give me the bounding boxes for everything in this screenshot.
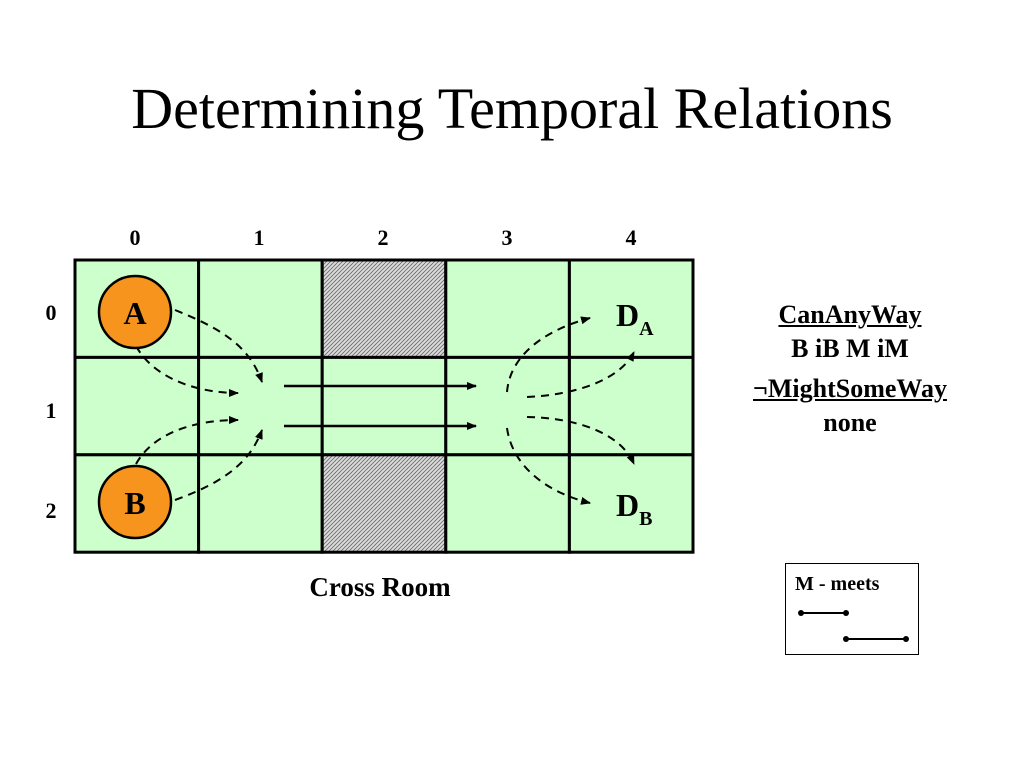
path-b-lower — [174, 429, 263, 501]
grid-cell-r1-c0 — [73, 355, 201, 457]
grid-cell-r1-c1 — [197, 355, 324, 457]
agent-b-label: B — [124, 485, 145, 521]
path-a-lower — [135, 345, 239, 397]
crossing-arrows — [284, 382, 477, 430]
agent-b: B — [97, 464, 173, 540]
grid-cell-r2-c1 — [197, 453, 324, 554]
meets-illustration — [798, 610, 909, 642]
destination-a-label: DA — [616, 297, 654, 340]
outgoing-dashed-paths — [506, 316, 635, 505]
might-some-way-value: none — [823, 408, 877, 437]
column-number-0: 0 — [129, 225, 141, 250]
meets-second-end-dot — [903, 636, 909, 642]
path-to-da-lower — [526, 351, 635, 398]
agent-a-circle — [97, 274, 173, 350]
path-to-da-upper — [506, 316, 591, 393]
grid-cell-r1-c2 — [320, 355, 448, 457]
column-number-3: 3 — [501, 225, 513, 250]
obstacle-cell-r0-c2 — [320, 258, 448, 359]
meets-first-start-dot — [798, 610, 804, 616]
relations-panel: CanAnyWay B iB M iM ¬MightSomeWay none — [700, 298, 1000, 440]
legend-box: M - meets — [785, 563, 919, 655]
path-a-upper — [174, 309, 263, 383]
agent-a: A — [97, 274, 173, 350]
path-to-db-lower — [506, 427, 591, 505]
grid-cell-r1-c4 — [567, 355, 695, 457]
agent-a-label: A — [123, 295, 146, 331]
diagram-caption: Cross Room — [309, 572, 451, 602]
grid-cell-r0-c4 — [567, 258, 695, 359]
obstacle-cell-r2-c2 — [320, 453, 448, 554]
legend-label: M - meets — [795, 573, 880, 595]
destination-a-main: D — [616, 297, 639, 333]
destination-b-label: DB — [616, 487, 652, 530]
agent-b-circle — [97, 464, 173, 540]
might-some-way-label: ¬MightSomeWay — [753, 374, 947, 403]
row-number-1: 1 — [45, 398, 57, 423]
destination-a-subscript: A — [639, 318, 654, 340]
column-number-1: 1 — [253, 225, 265, 250]
grid-cell-r1-c3 — [444, 355, 571, 457]
column-number-4: 4 — [625, 225, 637, 250]
incoming-dashed-paths — [135, 309, 263, 501]
grid-cell-r0-c1 — [197, 258, 324, 359]
destination-b-main: D — [616, 487, 639, 523]
page-title: Determining Temporal Relations — [131, 76, 893, 141]
can-any-way-label: CanAnyWay — [778, 300, 922, 329]
destination-b-subscript: B — [639, 508, 652, 530]
row-number-2: 2 — [45, 498, 57, 523]
path-b-upper — [135, 416, 239, 465]
column-number-2: 2 — [377, 225, 389, 250]
meets-second-start-dot — [843, 636, 849, 642]
row-number-0: 0 — [45, 300, 57, 325]
grid-cell-r2-c3 — [444, 453, 571, 554]
grid-cell-r0-c3 — [444, 258, 571, 359]
path-to-db-upper — [526, 416, 635, 465]
can-any-way-value: B iB M iM — [791, 334, 909, 363]
meets-first-end-dot — [843, 610, 849, 616]
